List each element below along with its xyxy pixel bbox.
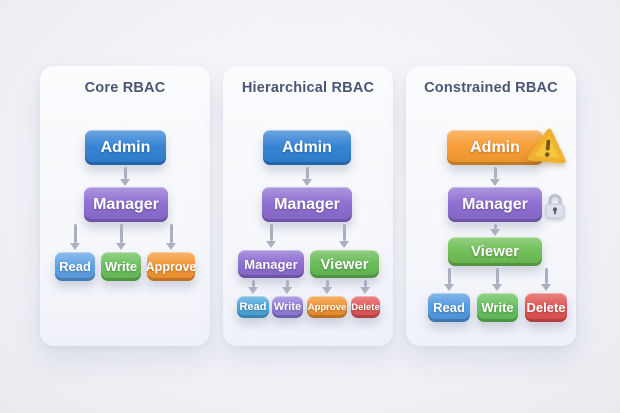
node-manager: Manager bbox=[84, 187, 168, 222]
node-admin: Admin bbox=[447, 130, 543, 165]
arrow-down-icon bbox=[321, 280, 333, 294]
node-permission-read: Read bbox=[428, 293, 470, 322]
card-hierarchical-rbac: Hierarchical RBAC Admin Manager Manager … bbox=[223, 66, 393, 346]
node-permission-read: Read bbox=[237, 296, 269, 318]
node-permission-delete: Delete bbox=[351, 296, 380, 318]
arrow-down-icon bbox=[281, 280, 293, 294]
node-sub-manager: Manager bbox=[238, 250, 304, 278]
card-constrained-rbac: Constrained RBAC Admin Manager Viewer R bbox=[406, 66, 576, 346]
lock-icon bbox=[543, 192, 567, 220]
node-permission-write: Write bbox=[477, 293, 518, 322]
arrow-down-icon bbox=[247, 280, 259, 294]
node-permission-write: Write bbox=[101, 252, 141, 281]
node-permission-approve: Approve bbox=[307, 296, 347, 318]
node-admin: Admin bbox=[263, 130, 351, 165]
node-manager: Manager bbox=[262, 187, 352, 222]
arrow-down-icon bbox=[301, 167, 313, 186]
arrow-down-icon bbox=[489, 167, 501, 186]
node-viewer: Viewer bbox=[448, 237, 542, 266]
node-admin: Admin bbox=[85, 130, 166, 165]
node-permission-write: Write bbox=[272, 296, 303, 318]
arrow-down-icon bbox=[165, 224, 177, 250]
arrow-down-icon bbox=[443, 268, 455, 291]
node-permission-delete: Delete bbox=[525, 293, 567, 322]
arrow-down-icon bbox=[69, 224, 81, 250]
arrow-down-icon bbox=[119, 167, 131, 186]
arrow-down-icon bbox=[338, 224, 350, 248]
node-viewer: Viewer bbox=[310, 250, 379, 278]
card-title: Hierarchical RBAC bbox=[241, 80, 375, 96]
node-permission-approve: Approve bbox=[146, 252, 196, 281]
arrow-down-icon bbox=[491, 268, 503, 291]
card-title: Core RBAC bbox=[84, 80, 166, 96]
arrow-down-icon bbox=[540, 268, 552, 291]
card-core-rbac: Core RBAC Admin Manager Read Write Appro… bbox=[40, 66, 210, 346]
node-manager: Manager bbox=[448, 187, 542, 222]
arrow-down-icon bbox=[115, 224, 127, 250]
node-permission-read: Read bbox=[55, 252, 95, 281]
arrow-down-icon bbox=[265, 224, 277, 248]
arrow-down-icon bbox=[489, 224, 501, 236]
arrow-down-icon bbox=[359, 280, 371, 294]
card-title: Constrained RBAC bbox=[424, 80, 558, 96]
